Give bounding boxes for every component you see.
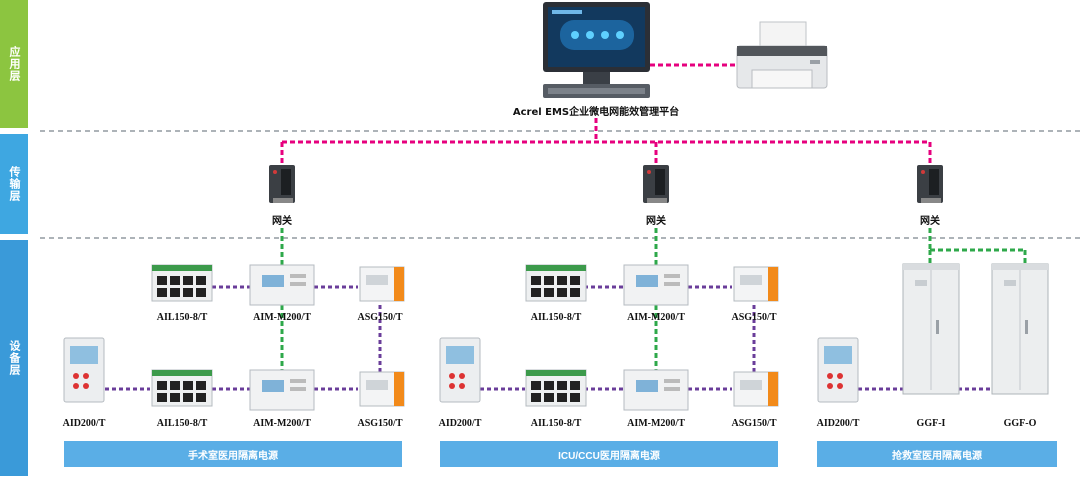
ail150-module-icon <box>525 369 587 407</box>
section-banner: ICU/CCU医用隔离电源 <box>440 441 778 467</box>
ail150-module-icon <box>525 264 587 302</box>
aim-module-icon <box>623 369 689 411</box>
device-label-ail150: AIL150-8/T <box>156 312 208 323</box>
application-layer-label: 应用层 <box>8 46 20 82</box>
gateway-icon <box>269 165 295 203</box>
aid-display-icon <box>817 337 859 403</box>
section-banner: 手术室医用隔离电源 <box>64 441 402 467</box>
transmission-layer-label: 传输层 <box>8 166 20 202</box>
device-label-aid200: AID200/T <box>438 418 482 429</box>
gateway-label: 网关 <box>920 216 940 227</box>
device-label-aim-m200: AIM-M200/T <box>627 418 685 429</box>
device-layer-band: 设备层 <box>0 240 28 476</box>
asg-module-icon <box>733 371 779 407</box>
cabinet-icon <box>902 263 960 395</box>
device-layer-label: 设备层 <box>8 340 20 376</box>
platform-label: Acrel EMS企业微电网能效管理平台 <box>512 107 680 118</box>
device-label-asg150: ASG150/T <box>731 418 777 429</box>
aid-display-icon <box>439 337 481 403</box>
device-label-aim-m200: AIM-M200/T <box>627 312 685 323</box>
device-label-aim-m200: AIM-M200/T <box>253 312 311 323</box>
transmission-layer-band: 传输层 <box>0 134 28 234</box>
aid-display-icon <box>63 337 105 403</box>
gateway-label: 网关 <box>272 216 292 227</box>
device-label-ggf-i: GGF-I <box>916 418 946 429</box>
device-label-aim-m200: AIM-M200/T <box>253 418 311 429</box>
device-label-ail150: AIL150-8/T <box>156 418 208 429</box>
monitor-icon <box>543 2 650 98</box>
device-label-asg150: ASG150/T <box>357 312 403 323</box>
aim-module-icon <box>249 264 315 306</box>
device-label-asg150: ASG150/T <box>731 312 777 323</box>
device-label-ail150: AIL150-8/T <box>530 312 582 323</box>
aim-module-icon <box>623 264 689 306</box>
printer-icon <box>736 21 828 89</box>
section-banner: 抢救室医用隔离电源 <box>817 441 1057 467</box>
aim-module-icon <box>249 369 315 411</box>
ail150-module-icon <box>151 369 213 407</box>
ail150-module-icon <box>151 264 213 302</box>
asg-module-icon <box>359 266 405 302</box>
device-label-ail150: AIL150-8/T <box>530 418 582 429</box>
asg-module-icon <box>359 371 405 407</box>
gateway-icon <box>643 165 669 203</box>
application-layer-band: 应用层 <box>0 0 28 128</box>
asg-module-icon <box>733 266 779 302</box>
device-links <box>105 285 992 391</box>
network-links <box>280 63 932 165</box>
cabinet-icon <box>991 263 1049 395</box>
device-label-ggf-o: GGF-O <box>1003 418 1037 429</box>
gateway-icon <box>917 165 943 203</box>
gateway-links <box>280 228 1027 372</box>
gateway-label: 网关 <box>646 216 666 227</box>
device-label-aid200: AID200/T <box>62 418 106 429</box>
device-label-aid200: AID200/T <box>816 418 860 429</box>
device-label-asg150: ASG150/T <box>357 418 403 429</box>
